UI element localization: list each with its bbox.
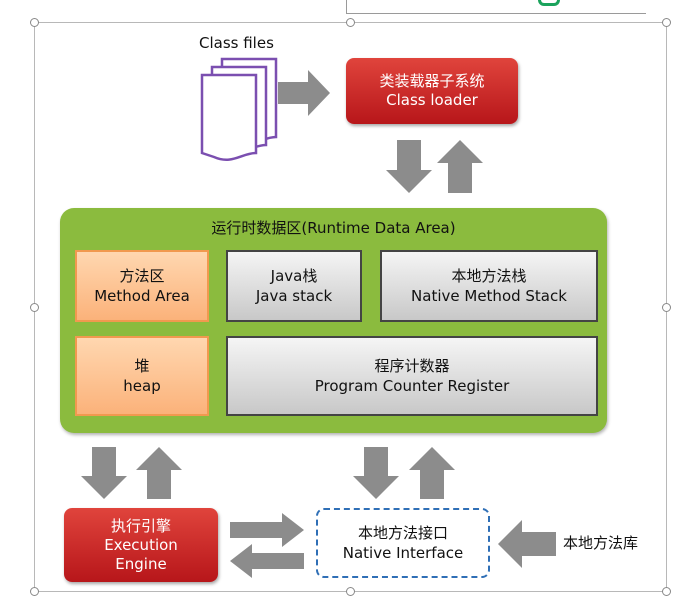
execution-engine-box[interactable]: 执行引擎 Execution Engine — [64, 508, 218, 582]
class-loader-zh: 类装载器子系统 — [379, 72, 485, 90]
pc-register-zh: 程序计数器 — [374, 357, 450, 375]
native-method-stack-box[interactable]: 本地方法栈 Native Method Stack — [380, 250, 598, 322]
heap-box[interactable]: 堆 heap — [75, 336, 209, 416]
top-divider-line — [346, 13, 646, 14]
java-stack-en: Java stack — [255, 287, 333, 305]
native-library-label: 本地方法库 — [563, 534, 639, 552]
resize-handle-top-right[interactable] — [662, 18, 671, 27]
runtime-data-area[interactable]: 运行时数据区(Runtime Data Area) 方法区 Method Are… — [60, 208, 607, 433]
pc-register-en: Program Counter Register — [314, 377, 510, 395]
resize-handle-top-left[interactable] — [30, 18, 39, 27]
resize-handle-left[interactable] — [30, 303, 39, 312]
native-interface-en: Native Interface — [342, 544, 464, 562]
method-area-zh: 方法区 — [119, 267, 165, 285]
class-loader-box[interactable]: 类装载器子系统 Class loader — [346, 58, 518, 124]
top-divider — [346, 0, 647, 14]
program-counter-register-box[interactable]: 程序计数器 Program Counter Register — [226, 336, 598, 416]
resize-handle-right[interactable] — [662, 303, 671, 312]
native-stack-en: Native Method Stack — [411, 287, 567, 305]
document-stack-icon — [200, 57, 278, 161]
method-area-en: Method Area — [94, 287, 190, 305]
native-interface-box[interactable]: 本地方法接口 Native Interface — [316, 508, 490, 578]
resize-handle-bottom-left[interactable] — [30, 587, 39, 596]
native-stack-zh: 本地方法栈 — [451, 267, 527, 285]
runtime-data-area-title: 运行时数据区(Runtime Data Area) — [211, 219, 456, 237]
execution-engine-en1: Execution — [104, 535, 178, 554]
resize-handle-top[interactable] — [346, 18, 355, 27]
execution-engine-en2: Engine — [115, 554, 167, 573]
java-stack-box[interactable]: Java栈 Java stack — [226, 250, 362, 322]
heap-en: heap — [123, 377, 161, 395]
execution-engine-zh: 执行引擎 — [110, 516, 171, 535]
native-interface-zh: 本地方法接口 — [357, 524, 448, 542]
method-area-box[interactable]: 方法区 Method Area — [75, 250, 209, 322]
resize-handle-bottom-right[interactable] — [662, 587, 671, 596]
class-loader-en: Class loader — [386, 91, 478, 109]
heap-zh: 堆 — [134, 357, 150, 375]
java-stack-zh: Java栈 — [270, 267, 318, 285]
class-files-label: Class files — [199, 34, 274, 52]
partial-logo-icon — [538, 0, 560, 6]
resize-handle-bottom[interactable] — [346, 587, 355, 596]
